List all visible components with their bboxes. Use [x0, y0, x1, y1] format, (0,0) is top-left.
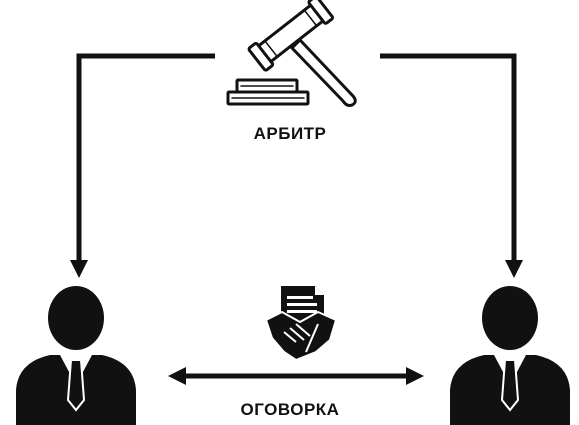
- left-businessman-icon: [16, 286, 136, 425]
- gavel-icon: [226, 0, 357, 107]
- arrowhead-left-horizontal: [168, 367, 186, 385]
- handshake-contract-icon: [265, 286, 337, 361]
- arrowhead-left-party: [70, 260, 88, 278]
- right-businessman-icon: [450, 286, 570, 425]
- arrow-arbiter-to-left-party: [76, 53, 215, 262]
- arrowhead-right-horizontal: [406, 367, 424, 385]
- arbiter-label: АРБИТР: [253, 124, 327, 143]
- arrow-arbiter-to-right-party: [380, 53, 517, 262]
- agreement-clause-label: ОГОВОРКА: [240, 400, 340, 419]
- arrowhead-right-party: [505, 260, 523, 278]
